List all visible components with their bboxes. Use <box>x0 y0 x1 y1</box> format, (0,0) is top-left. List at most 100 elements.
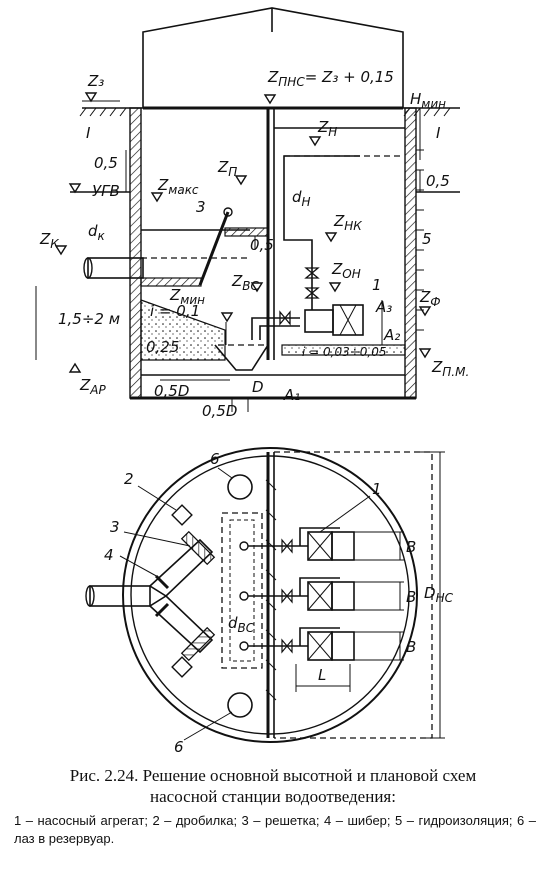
z-maks-label: Zмакс <box>157 176 199 197</box>
callout-5: 5 <box>422 230 432 248</box>
z-vs-label: ZВС <box>231 272 260 293</box>
machine-room-floor <box>281 344 406 356</box>
z-on-label: ZОН <box>331 260 361 281</box>
callout-3-plan: 3 <box>110 518 120 536</box>
callout-6-top: 6 <box>210 450 220 468</box>
a1-label: A₁ <box>283 386 300 404</box>
section-view: Z₃ ZПНС= Z₃ + 0,15 Hмин I I 0,5 УГВ 0,5 … <box>35 7 469 420</box>
z-f-label: ZФ <box>419 288 441 309</box>
gate-valve-upper <box>304 267 320 279</box>
inlet-collector-end <box>83 257 93 279</box>
pump-row-3 <box>248 627 355 661</box>
pump-row-2 <box>248 577 355 611</box>
manhole-bottom <box>227 692 253 718</box>
gate-upper <box>154 574 170 590</box>
slope-floor-label: i = 0,03÷0,05 <box>302 345 387 359</box>
section-mark-left: I <box>86 124 91 142</box>
dim-025-label: 0,25 <box>146 338 179 356</box>
sump-pit <box>214 344 269 371</box>
section-mark-right: I <box>436 124 441 142</box>
gate-lower <box>154 602 170 618</box>
z-p-label: ZП <box>217 158 237 179</box>
wet-well-inner <box>229 519 255 662</box>
b-dim-1: B <box>406 538 416 556</box>
screen-lower <box>180 626 216 662</box>
left-wall <box>129 107 142 399</box>
dim-d: D <box>252 378 264 396</box>
screen-upper <box>180 530 216 566</box>
suction-point-3 <box>239 641 249 651</box>
level-markers <box>54 92 432 373</box>
plan-inlet-pipe <box>89 585 151 607</box>
z-min-label: Zмин <box>169 286 205 307</box>
h-min-label: Hмин <box>410 90 446 111</box>
plan-leaders <box>119 467 371 741</box>
motor-unit <box>332 304 364 336</box>
callout-4: 4 <box>104 546 114 564</box>
caption-line-1: Рис. 2.24. Решение основной высотной и п… <box>69 766 477 785</box>
station-outline-outer <box>122 447 418 743</box>
plan-inlet-pipe-end <box>85 585 95 607</box>
manhole-top <box>227 474 253 500</box>
dim-05d-b: 0,5D <box>202 402 237 420</box>
machine-room-outline <box>274 451 433 739</box>
figure-legend: 1 – насосный агрегат; 2 – дробилка; 3 – … <box>14 813 536 846</box>
ugv-label: УГВ <box>92 182 120 200</box>
pump-station-drawing: Z₃ ZПНС= Z₃ + 0,15 Hмин I I 0,5 УГВ 0,5 … <box>35 7 469 756</box>
wet-well-outline <box>221 512 263 669</box>
dim-05-left: 0,5 <box>94 154 118 172</box>
suction-pipe <box>251 317 300 340</box>
suction-pipe-2 <box>259 325 300 340</box>
l-dim: L <box>318 666 326 684</box>
a3-label: A₃ <box>375 298 392 316</box>
d-k-label: dк <box>88 222 106 243</box>
suction-point-2 <box>239 591 249 601</box>
z-pns-label: ZПНС= Z₃ + 0,15 <box>267 68 394 89</box>
z-nk-label: ZНК <box>333 212 362 233</box>
figure-caption: Рис. 2.24. Решение основной высотной и п… <box>0 765 546 825</box>
dim-05d-a: 0,5D <box>154 382 189 400</box>
screen-bar <box>198 211 230 286</box>
callout-6-bottom: 6 <box>174 738 184 756</box>
gate-valve-lower <box>304 287 320 299</box>
d-ns-label: DНС <box>424 584 454 605</box>
d-n-label: dН <box>292 188 311 209</box>
crusher-top <box>171 504 193 526</box>
suction-valve <box>279 310 291 326</box>
pump-row-1 <box>248 527 355 561</box>
branch-upper <box>148 538 214 598</box>
callout-1-plan: 1 <box>372 480 382 498</box>
dim-height-label: 1,5÷2 м <box>58 310 120 328</box>
callout-3-section: 3 <box>196 198 206 216</box>
right-wall <box>404 107 417 399</box>
screen-platform <box>224 227 269 237</box>
z-k-label: ZК <box>39 230 59 251</box>
inlet-collector <box>87 257 144 279</box>
z-ground-label: Z₃ <box>87 72 104 90</box>
d-vs-label: dВС <box>228 614 255 635</box>
b-dim-3: B <box>406 638 416 656</box>
station-outline-inner <box>130 455 410 735</box>
plan-dimensions <box>295 451 445 739</box>
suction-point-1 <box>239 541 249 551</box>
dim-05-right: 0,5 <box>426 172 450 190</box>
branch-lower <box>148 594 214 654</box>
dimension-lines <box>35 108 421 412</box>
slope-label: i = 0,1 <box>150 302 200 320</box>
z-n-label: ZН <box>317 118 337 139</box>
z-ar-label: ZАР <box>79 376 106 397</box>
sludge-bottom <box>140 299 226 361</box>
channel-slab <box>140 277 202 287</box>
ground-hatching <box>79 107 451 117</box>
pump-unit <box>304 309 334 333</box>
a2-label: A₂ <box>383 326 400 344</box>
screen-pivot <box>223 207 233 217</box>
plan-wall-marks <box>265 479 277 701</box>
pressure-pipe <box>283 155 360 310</box>
caption-line-2: насосной станции водоотведения: <box>150 787 396 806</box>
dim-05-screen: 0,5 <box>250 236 274 254</box>
crusher-bottom <box>171 656 193 678</box>
b-dim-2: B <box>406 588 416 606</box>
callout-2: 2 <box>124 470 134 488</box>
plan-view: 6 6 2 3 4 1 dВС B B B L DНС <box>85 447 454 756</box>
